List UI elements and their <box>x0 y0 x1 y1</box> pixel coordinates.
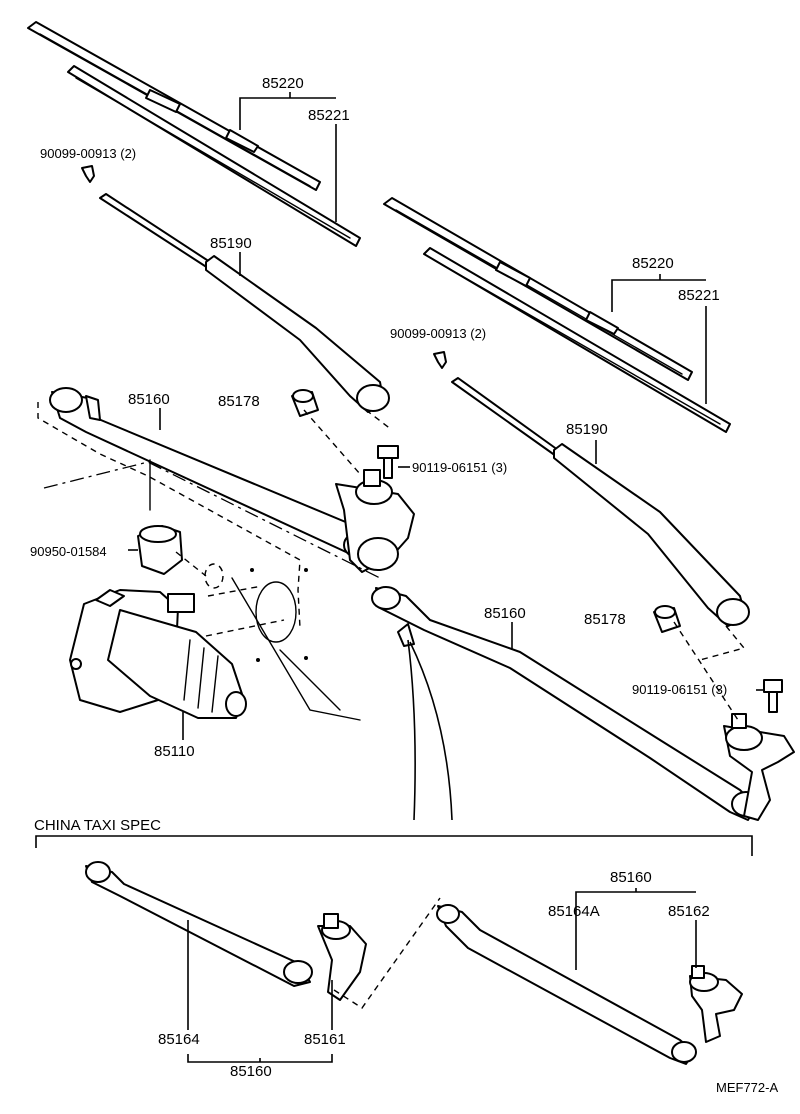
section-label-china-taxi: CHINA TAXI SPEC <box>34 817 161 834</box>
link-rod-lower <box>371 586 761 821</box>
assembly-line-grommet <box>175 551 207 577</box>
body-panel <box>37 402 381 721</box>
bolt-right <box>763 679 783 713</box>
label-arm-right: 85190 <box>566 421 608 438</box>
label-blade-refill-right: 85221 <box>678 287 720 304</box>
label-china-rod-right: 85164A <box>548 903 600 920</box>
leader-lines <box>128 92 764 1063</box>
wiper-motor <box>69 589 247 719</box>
pivot-right <box>723 713 795 821</box>
bolt-left <box>377 445 399 479</box>
assembly-line-arm-left <box>365 409 393 431</box>
screw-right <box>433 351 447 369</box>
grommet <box>137 525 183 575</box>
wiper-blade-left <box>27 21 361 247</box>
label-bolt-left: 90119-06151 (3) <box>412 460 507 475</box>
assembly-line-cap-right <box>673 621 739 721</box>
label-cap-right: 85178 <box>584 611 626 628</box>
pivot-cap-right <box>653 605 681 633</box>
label-grommet: 90950-01584 <box>30 544 107 559</box>
label-screw-right: 90099-00913 (2) <box>390 326 486 341</box>
label-china-link-left: 85160 <box>230 1063 272 1080</box>
assembly-line-motor <box>207 585 263 597</box>
label-china-crank-right: 85162 <box>668 903 710 920</box>
screw-left <box>81 165 95 183</box>
wiper-blade-right <box>383 197 731 433</box>
pivot-cap-left <box>291 389 319 417</box>
label-blade-assy-right: 85220 <box>632 255 674 272</box>
label-blade-assy-left: 85220 <box>262 75 304 92</box>
link-rod-main <box>49 387 377 559</box>
wiper-arm-left <box>99 193 390 413</box>
label-blade-refill-left: 85221 <box>308 107 350 124</box>
label-china-rod-left: 85164 <box>158 1031 200 1048</box>
china-taxi-spec-section <box>35 835 753 1065</box>
label-china-link-right: 85160 <box>610 869 652 886</box>
wiper-arm-right <box>451 377 750 627</box>
label-screw-left: 90099-00913 (2) <box>40 146 136 161</box>
label-cap-left: 85178 <box>218 393 260 410</box>
pivot-left <box>335 469 415 573</box>
assembly-line-arm-right <box>699 625 746 661</box>
label-arm-left: 85190 <box>210 235 252 252</box>
label-china-crank-left: 85161 <box>304 1031 346 1048</box>
label-motor: 85110 <box>154 743 195 760</box>
label-bolt-right: 90119-06151 (3) <box>632 682 727 697</box>
assembly-line-cap-left <box>303 409 361 475</box>
direction-arrow <box>397 623 453 821</box>
figure-code: MEF772-A <box>716 1080 778 1095</box>
label-link-lower: 85160 <box>484 605 526 622</box>
assembly-line-motor-2 <box>205 619 285 637</box>
label-link-main: 85160 <box>128 391 170 408</box>
